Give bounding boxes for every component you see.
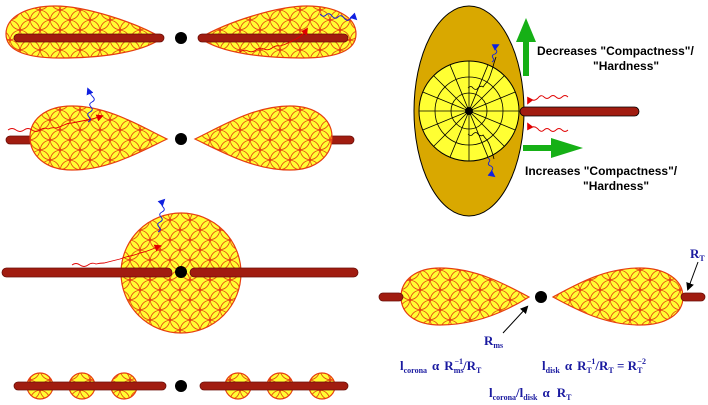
photon-red [239, 27, 308, 53]
disk-right [189, 267, 359, 278]
photon-blue-up [491, 44, 500, 63]
disk-left [13, 381, 167, 391]
photon-black-down [467, 132, 495, 160]
torus-right [198, 5, 357, 59]
panel-patchy-corona [13, 372, 349, 400]
rms-pointer [502, 305, 529, 334]
photon-red-in-top [527, 95, 569, 105]
photon-red [7, 114, 104, 132]
increases-label-line1: Increases "Compactness"/ [525, 164, 678, 178]
photon-blue [86, 87, 95, 123]
rms-label: Rms [484, 333, 503, 350]
disk-stub-right [680, 292, 706, 302]
black-hole [175, 380, 187, 392]
photon-blue [157, 198, 166, 233]
decreases-label-line1: Decreases "Compactness"/ [537, 44, 694, 58]
panel-truncated-disk-top [5, 5, 358, 59]
panel-compactness: Decreases "Compactness"/ "Hardness" Incr… [413, 5, 694, 217]
black-hole [535, 291, 547, 303]
disk-left [13, 33, 165, 43]
black-hole [465, 107, 473, 115]
photon-black-up [467, 56, 497, 90]
panel-truncated-disk-second [5, 87, 355, 171]
torus-right [551, 267, 684, 326]
photon-blue-down [487, 157, 496, 178]
arrow-right-icon [523, 138, 583, 158]
photon-red-in-bottom [527, 122, 569, 132]
decreases-label-line2: "Hardness" [593, 59, 659, 73]
disk [519, 106, 640, 117]
torus-left [29, 105, 169, 171]
rt-label: RT [690, 246, 705, 263]
disk-stub-left [378, 292, 404, 302]
disk-left [1, 267, 173, 278]
increases-label-line2: "Hardness" [583, 179, 649, 193]
torus-left [5, 5, 164, 59]
black-hole [175, 133, 187, 145]
disk-right [197, 33, 349, 43]
torus-right [193, 105, 333, 171]
panel-spherical-corona [1, 198, 359, 334]
black-hole [175, 32, 187, 44]
torus-left [400, 267, 531, 326]
photon-blue [319, 12, 358, 21]
disk-right [199, 381, 349, 391]
arrow-up-icon [516, 18, 536, 76]
rt-pointer [686, 261, 699, 291]
photon-red [71, 244, 162, 267]
black-hole [175, 266, 187, 278]
